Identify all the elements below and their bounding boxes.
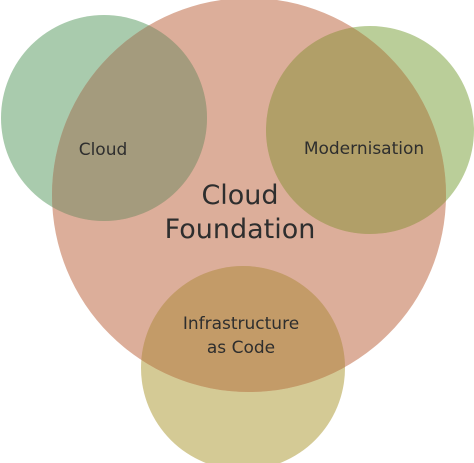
cloud-foundation-label-line2: Foundation xyxy=(165,214,316,245)
cloud-label: Cloud xyxy=(79,140,128,160)
iac-overlap xyxy=(141,266,345,392)
iac-label-line2: as Code xyxy=(207,338,275,358)
iac-label-line1: Infrastructure xyxy=(183,314,299,334)
cloud-foundation-label-line1: Cloud xyxy=(201,180,278,211)
modernisation-label: Modernisation xyxy=(304,139,424,159)
